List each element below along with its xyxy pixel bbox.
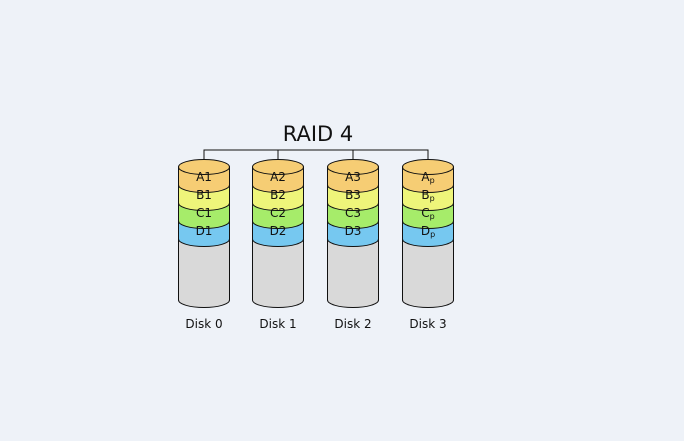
block-label: Bp (421, 188, 434, 203)
disk-top-cap (327, 159, 379, 175)
block-label: C3 (345, 206, 361, 220)
block-label: D2 (270, 224, 287, 238)
block-label: Ap (421, 170, 434, 185)
block-label: A3 (345, 170, 361, 184)
connector-bus (203, 149, 429, 160)
block-label: Dp (421, 224, 435, 239)
block-label: B3 (345, 188, 361, 202)
disk-top-cap (178, 159, 230, 175)
disk-body (178, 238, 230, 308)
block-label: D1 (196, 224, 213, 238)
block-label: D3 (345, 224, 362, 238)
disk-label: Disk 3 (409, 317, 446, 331)
disk-label: Disk 1 (259, 317, 296, 331)
disk-body (402, 238, 454, 308)
disk-body (327, 238, 379, 308)
block-label: A2 (270, 170, 286, 184)
disk-body (252, 238, 304, 308)
array-connector (203, 149, 429, 160)
disk-top-cap (252, 159, 304, 175)
block-label: B2 (270, 188, 286, 202)
block-label: Cp (421, 206, 434, 221)
diagram-title: RAID 4 (283, 122, 354, 146)
block-label: C1 (196, 206, 212, 220)
block-label: A1 (196, 170, 212, 184)
disk-label: Disk 0 (185, 317, 222, 331)
disk-label: Disk 2 (334, 317, 371, 331)
disk-top-cap (402, 159, 454, 175)
block-label: B1 (196, 188, 212, 202)
block-label: C2 (270, 206, 286, 220)
